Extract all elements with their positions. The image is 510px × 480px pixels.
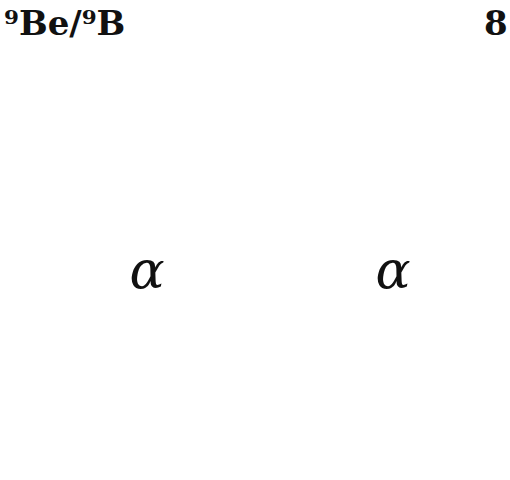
cluster-halo bbox=[32, 158, 262, 388]
cluster-halo bbox=[278, 158, 508, 388]
nucleon-ball bbox=[282, 214, 388, 320]
cluster-symbol: α bbox=[129, 244, 164, 296]
orbit-line bbox=[185, 100, 356, 469]
cluster-halo bbox=[32, 158, 262, 388]
nucleus-label: ⁹Be/⁹B bbox=[4, 6, 125, 40]
nucleus-label: 8 bbox=[484, 6, 508, 40]
valence-nucleon bbox=[177, 33, 267, 123]
cluster-halo bbox=[278, 158, 508, 388]
nucleon-ball bbox=[36, 214, 142, 320]
nucleon-ball bbox=[402, 220, 504, 322]
cluster-symbol: α bbox=[375, 244, 410, 296]
orbit-line bbox=[258, 50, 346, 198]
alpha-cluster: α bbox=[277, 157, 509, 389]
alpha-cluster: α bbox=[31, 157, 263, 389]
nucleon-ball bbox=[156, 220, 258, 322]
